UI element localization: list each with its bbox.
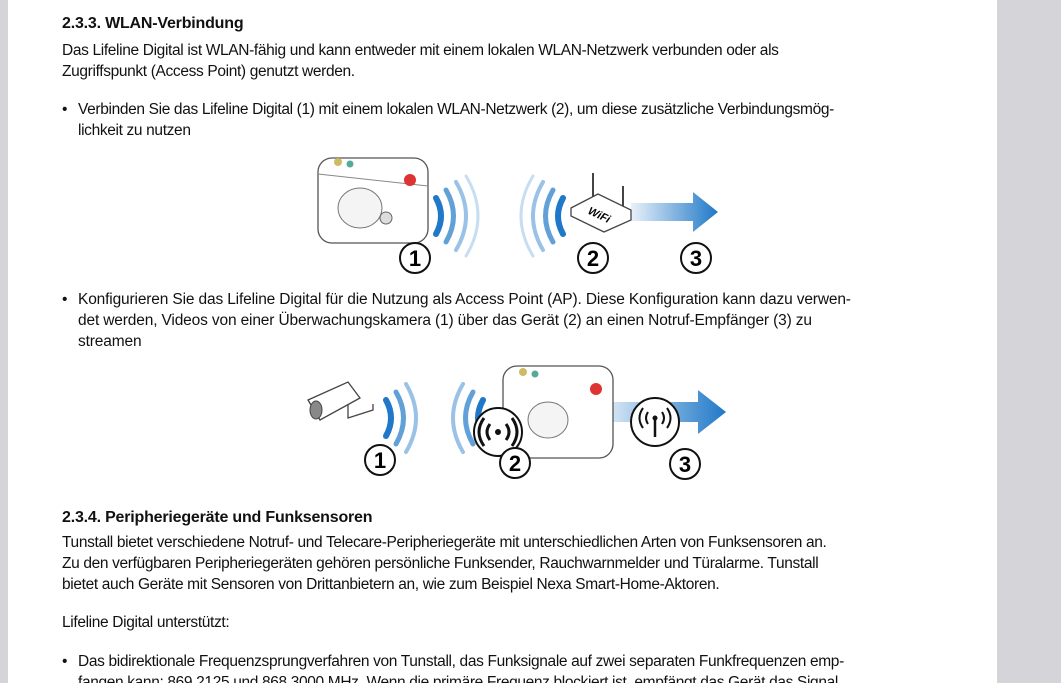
broadcast-icon — [473, 407, 523, 457]
paragraph-line: Zugriffspunkt (Access Point) genutzt wer… — [62, 63, 355, 80]
bullet-icon: • — [62, 653, 68, 670]
bullet-icon: • — [62, 101, 68, 118]
svg-text:1: 1 — [374, 448, 386, 473]
wifi-waves-icon — [433, 174, 566, 258]
access-point-illustration: 1 2 3 — [307, 365, 726, 480]
svg-text:2: 2 — [587, 246, 599, 271]
bullet-line: fangen kann: 869,2125 und 868,3000 MHz. … — [78, 674, 838, 683]
svg-text:3: 3 — [679, 452, 691, 477]
surveillance-camera-icon — [307, 381, 374, 421]
bullet-line: Das bidirektionale Frequenzsprungverfahr… — [78, 653, 844, 670]
number-badge: 1 — [364, 444, 396, 476]
number-badge: 2 — [577, 242, 609, 274]
arrow-icon — [631, 192, 718, 232]
bullet-line: Konfigurieren Sie das Lifeline Digital f… — [78, 291, 851, 308]
number-badge: 3 — [680, 242, 712, 274]
wlan-client-illustration: WiFi 1 2 3 — [317, 157, 718, 274]
section-heading-wlan: 2.3.3. WLAN-Verbindung — [62, 15, 244, 32]
bullet-line: lichkeit zu nutzen — [78, 122, 191, 139]
svg-text:3: 3 — [690, 246, 702, 271]
document-page: 2.3.3. WLAN-Verbindung Das Lifeline Digi… — [8, 0, 997, 683]
number-badge: 3 — [669, 448, 701, 480]
paragraph-line: Zu den verfügbaren Peripheriegeräten geh… — [62, 555, 819, 572]
paragraph-line: Tunstall bietet verschiedene Notruf- und… — [62, 534, 827, 551]
bullet-icon: • — [62, 291, 68, 308]
bullet-line: Verbinden Sie das Lifeline Digital (1) m… — [78, 101, 834, 118]
number-badge: 1 — [399, 242, 431, 274]
number-badge: 2 — [499, 447, 531, 479]
section-heading-peripherals: 2.3.4. Peripheriegeräte und Funksensoren — [62, 509, 373, 526]
lifeline-device-icon — [502, 365, 614, 459]
antenna-icon — [630, 397, 680, 447]
svg-text:1: 1 — [409, 246, 421, 271]
lifeline-device-icon — [317, 157, 429, 244]
wifi-waves-icon — [383, 382, 486, 454]
paragraph-line: bietet auch Geräte mit Sensoren von Drit… — [62, 576, 720, 593]
bullet-line: streamen — [78, 333, 142, 350]
router-icon: WiFi — [570, 173, 632, 233]
svg-text:2: 2 — [509, 451, 521, 476]
bullet-line: det werden, Videos von einer Überwachung… — [78, 312, 812, 329]
paragraph-line: Das Lifeline Digital ist WLAN-fähig und … — [62, 42, 779, 59]
supports-label: Lifeline Digital unterstützt: — [62, 614, 230, 631]
